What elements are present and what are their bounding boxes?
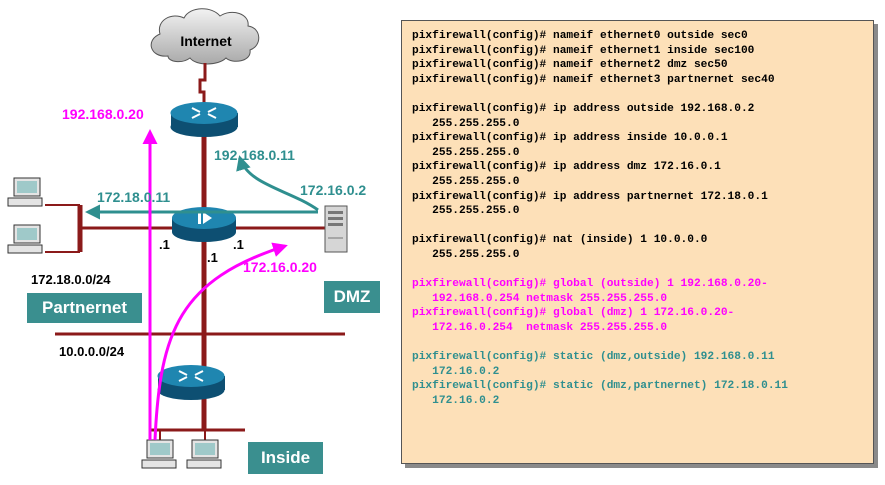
config-line: pixfirewall(config)# static (dmz,partner… bbox=[412, 380, 788, 393]
inside-pc-icon bbox=[186, 439, 222, 469]
partner-pc-icon bbox=[7, 224, 43, 254]
outside-router-icon bbox=[170, 102, 238, 137]
config-line: pixfirewall(config)# nat (inside) 1 10.0… bbox=[412, 234, 708, 247]
config-line: pixfirewall(config)# global (dmz) 1 172.… bbox=[412, 307, 735, 320]
partner-interface-label: .1 bbox=[159, 237, 170, 252]
dmz-interface-label: .1 bbox=[233, 237, 244, 252]
config-line: pixfirewall(config)# static (dmz,outside… bbox=[412, 351, 775, 364]
pix-config-panel: pixfirewall(config)# nameif ethernet0 ou… bbox=[401, 20, 874, 464]
internet-label: Internet bbox=[180, 33, 232, 49]
dmz-zone-label: DMZ bbox=[324, 281, 380, 313]
partner-pc-icon bbox=[7, 177, 43, 207]
inside-network-label: 10.0.0.0/24 bbox=[59, 344, 125, 359]
config-line: pixfirewall(config)# ip address dmz 172.… bbox=[412, 161, 721, 174]
partner-network-label: 172.18.0.0/24 bbox=[31, 272, 111, 287]
config-line: 255.255.255.0 bbox=[412, 146, 520, 159]
config-line: pixfirewall(config)# global (outside) 1 … bbox=[412, 278, 768, 291]
config-line: pixfirewall(config)# nameif ethernet3 pa… bbox=[412, 73, 775, 86]
config-line: pixfirewall(config)# ip address outside … bbox=[412, 102, 755, 115]
config-line: 255.255.255.0 bbox=[412, 175, 520, 188]
partner-static-ip-label: 172.18.0.11 bbox=[97, 189, 170, 205]
network-diagram: Internet bbox=[7, 8, 366, 469]
dmz-server-icon bbox=[324, 205, 348, 253]
config-line: 172.16.0.254 netmask 255.255.255.0 bbox=[412, 321, 668, 334]
global-dmz-arrow bbox=[153, 242, 288, 441]
nat-block: pixfirewall(config)# nat (inside) 1 10.0… bbox=[412, 233, 873, 262]
inside-router-icon bbox=[157, 365, 225, 400]
config-line: pixfirewall(config)# nameif ethernet2 dm… bbox=[412, 59, 728, 72]
inside-interface-label: .1 bbox=[207, 250, 218, 265]
inside-zone-label: Inside bbox=[248, 442, 323, 474]
config-line: 172.16.0.2 bbox=[412, 365, 500, 378]
internet-cloud-icon bbox=[150, 8, 260, 65]
config-line: 255.255.255.0 bbox=[412, 205, 520, 218]
partnernet-zone-label: Partnernet bbox=[27, 293, 142, 323]
config-line: pixfirewall(config)# ip address inside 1… bbox=[412, 132, 728, 145]
config-line: pixfirewall(config)# nameif ethernet0 ou… bbox=[412, 30, 748, 42]
config-line: pixfirewall(config)# nameif ethernet1 in… bbox=[412, 44, 755, 57]
static-block: pixfirewall(config)# static (dmz,outside… bbox=[412, 350, 873, 408]
ip-address-block: pixfirewall(config)# ip address outside … bbox=[412, 102, 873, 219]
config-line: 255.255.255.0 bbox=[412, 117, 520, 130]
config-line: 255.255.255.0 bbox=[412, 248, 520, 261]
outside-static-ip-label: 192.168.0.11 bbox=[214, 147, 295, 163]
config-line: 172.16.0.2 bbox=[412, 394, 500, 407]
global-block: pixfirewall(config)# global (outside) 1 … bbox=[412, 277, 873, 335]
dmz-server-ip-label: 172.16.0.2 bbox=[300, 182, 366, 198]
static-outside-arrow bbox=[236, 155, 319, 212]
nameif-block: pixfirewall(config)# nameif ethernet0 ou… bbox=[412, 29, 873, 87]
inside-pc-icon bbox=[141, 439, 177, 469]
outside-nat-ip-label: 192.168.0.20 bbox=[62, 106, 144, 122]
config-line: 192.168.0.254 netmask 255.255.255.0 bbox=[412, 292, 668, 305]
dmz-nat-ip-label: 172.16.0.20 bbox=[243, 259, 317, 275]
config-line: pixfirewall(config)# ip address partnern… bbox=[412, 190, 768, 203]
